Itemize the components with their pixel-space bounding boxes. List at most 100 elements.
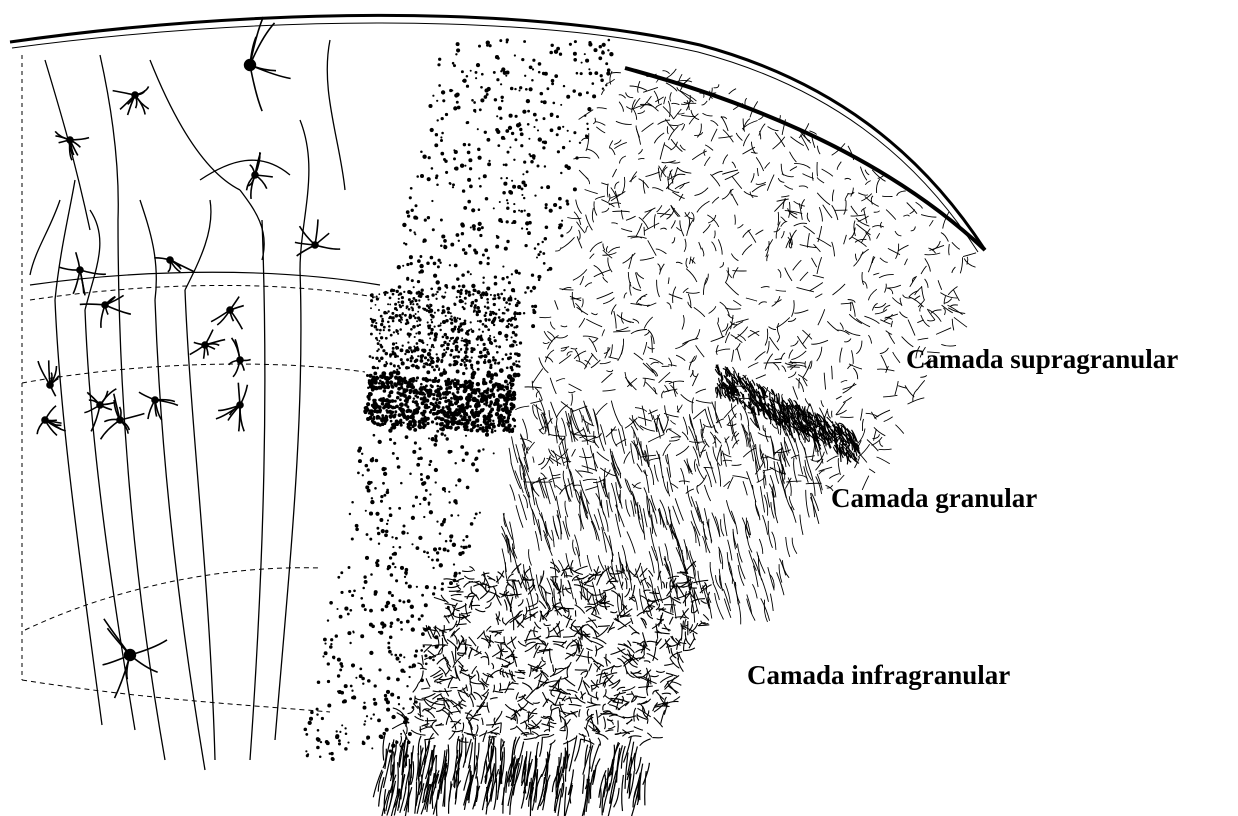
fiber-stroke xyxy=(874,410,890,418)
cell-body-dot xyxy=(369,538,372,541)
fiber-stroke xyxy=(487,576,495,581)
cell-body-dot xyxy=(470,273,472,275)
cell-body-dot xyxy=(371,319,374,322)
cell-body-dot xyxy=(437,394,441,398)
fiber-stroke xyxy=(603,298,614,304)
cell-body-dot xyxy=(567,130,569,132)
fiber-stroke xyxy=(600,362,611,364)
fiber-stroke xyxy=(654,91,659,104)
cell-body-dot xyxy=(366,374,369,377)
cell-body-dot xyxy=(402,707,404,709)
fiber-stroke xyxy=(877,369,894,371)
fiber-stroke xyxy=(725,308,741,309)
fiber-stroke xyxy=(714,231,715,239)
cell-body-dot xyxy=(370,324,373,327)
fiber-stroke xyxy=(791,351,806,360)
cell-body-dot xyxy=(362,740,364,742)
cell-body-dot xyxy=(455,484,457,486)
cell-body-dot xyxy=(395,330,398,333)
cell-body-dot xyxy=(516,344,518,346)
fiber-stroke xyxy=(425,720,437,721)
cell-body-dot xyxy=(316,708,319,711)
cell-body-dot xyxy=(482,410,484,412)
cell-body-dot xyxy=(576,72,579,75)
cell-body-dot xyxy=(402,223,406,227)
cell-body-dot xyxy=(376,563,380,567)
cell-body-dot xyxy=(466,75,469,78)
fiber-stroke xyxy=(636,223,642,236)
cell-body-dot xyxy=(501,358,504,361)
fiber-stroke xyxy=(684,539,687,560)
cell-body-dot xyxy=(409,416,412,419)
cell-body-dot xyxy=(460,289,463,292)
cell-body-dot xyxy=(459,384,462,387)
cell-body-dot xyxy=(505,75,507,77)
fiber-stroke xyxy=(780,429,781,435)
cell-body-dot xyxy=(453,328,456,331)
fiber-stroke xyxy=(515,406,529,410)
cell-body-dot xyxy=(384,694,387,697)
cell-body-dot xyxy=(485,312,488,315)
fiber-stroke xyxy=(611,223,617,224)
cell-body-dot xyxy=(542,146,545,149)
fiber-stroke xyxy=(768,521,772,548)
neuron-soma xyxy=(237,402,243,408)
cell-body-dot xyxy=(520,132,524,136)
fiber-stroke xyxy=(767,341,769,354)
cell-body-dot xyxy=(331,757,335,761)
fiber-stroke xyxy=(617,315,631,323)
fiber-stroke xyxy=(748,363,758,368)
cell-body-dot xyxy=(546,185,550,189)
fiber-stroke xyxy=(778,269,781,278)
cell-body-dot xyxy=(441,422,444,425)
fiber-stroke xyxy=(817,257,822,274)
cell-body-dot xyxy=(495,345,497,347)
fiber-stroke xyxy=(592,339,597,342)
fiber-stroke xyxy=(664,663,674,665)
cell-body-dot xyxy=(343,699,347,703)
fiber-stroke xyxy=(716,349,731,352)
cell-body-dot xyxy=(376,422,380,426)
fiber-stroke xyxy=(807,213,810,222)
cell-body-dot xyxy=(511,222,513,224)
fiber-stroke xyxy=(601,90,605,95)
cell-body-dot xyxy=(436,280,440,284)
cell-body-dot xyxy=(549,209,553,213)
cell-body-dot xyxy=(426,370,430,374)
cell-body-dot xyxy=(374,684,377,687)
fiber-stroke xyxy=(903,215,909,216)
cell-body-dot xyxy=(443,296,445,298)
cell-body-dot xyxy=(432,659,435,662)
fiber-stroke xyxy=(436,725,444,726)
cell-body-dot xyxy=(531,324,535,328)
fiber-stroke xyxy=(657,451,662,469)
cell-body-dot xyxy=(362,474,364,476)
fiber-stroke xyxy=(770,594,773,611)
cell-body-dot xyxy=(382,384,386,388)
fiber-stroke xyxy=(677,168,691,174)
fiber-stroke xyxy=(659,510,664,528)
cell-body-dot xyxy=(421,349,424,352)
cell-body-dot xyxy=(490,294,492,296)
cell-body-dot xyxy=(446,347,449,350)
fiber-stroke xyxy=(567,226,573,233)
cell-body-dot xyxy=(407,350,410,353)
fiber-stroke xyxy=(575,303,582,312)
fiber-stroke xyxy=(625,578,627,589)
cell-body-dot xyxy=(400,348,404,352)
cell-body-dot xyxy=(365,556,369,560)
cell-body-dot xyxy=(381,414,384,417)
cell-body-dot xyxy=(333,657,335,659)
fiber-stroke xyxy=(764,363,782,364)
cell-body-dot xyxy=(503,396,507,400)
cell-body-dot xyxy=(493,336,495,338)
cell-body-dot xyxy=(395,579,398,582)
fiber-stroke xyxy=(699,242,701,249)
cell-body-dot xyxy=(420,478,423,481)
fiber-stroke xyxy=(675,617,686,618)
neuron-soma xyxy=(102,302,108,308)
cell-body-dot xyxy=(442,406,445,409)
cell-body-dot xyxy=(428,104,432,108)
cell-body-dot xyxy=(383,422,386,425)
cell-body-dot xyxy=(403,291,405,293)
